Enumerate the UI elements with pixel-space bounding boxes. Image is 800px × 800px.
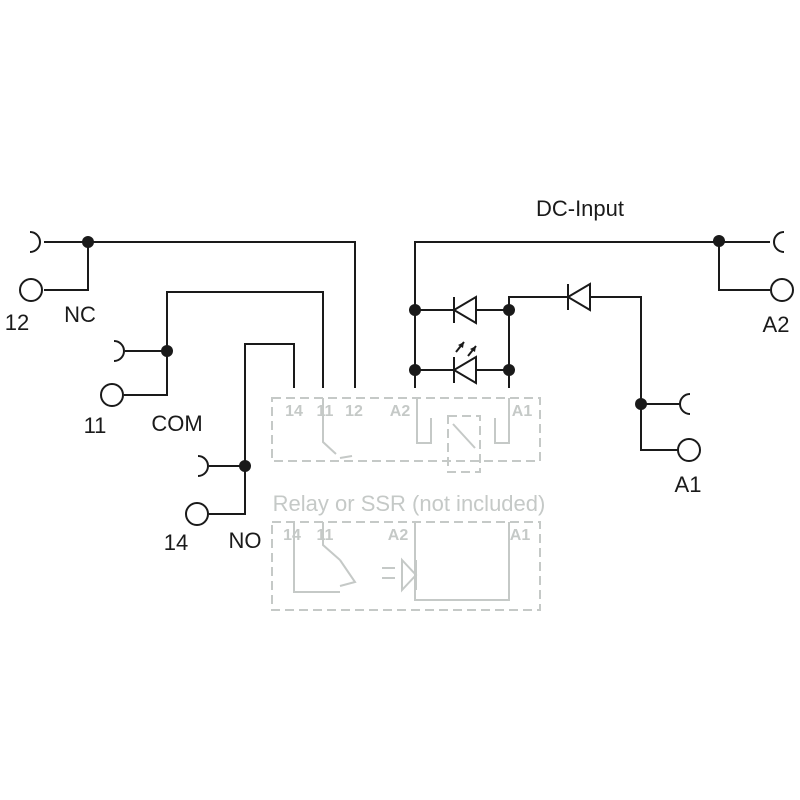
bridge-junction-dot-tl xyxy=(409,304,421,316)
ssr-pin-11: 11 xyxy=(317,527,334,544)
input-wiring: DC-Input A2 A1 xyxy=(409,196,794,497)
protection-diode-icon xyxy=(452,295,477,325)
com-name-label: COM xyxy=(151,411,202,436)
com-pin-label: 11 xyxy=(84,413,107,438)
no-wire xyxy=(209,343,295,467)
relay-pin-14: 14 xyxy=(285,403,303,420)
no-junction-dot xyxy=(239,460,251,472)
relay-coil-lead-right xyxy=(494,398,510,444)
ssr-output-lead-top xyxy=(322,522,341,561)
relay-pin-12: 12 xyxy=(345,403,363,420)
com-wire xyxy=(125,291,324,388)
a2-junction-dot xyxy=(713,235,725,247)
com-junction-dot xyxy=(161,345,173,357)
no-terminal-wire xyxy=(209,466,246,515)
a2-plug-socket-icon xyxy=(773,231,785,253)
socket-outline: 14 11 12 A2 A1 Relay or SSR (not include… xyxy=(271,397,546,611)
a1-name-label: A1 xyxy=(675,472,702,497)
nc-wire xyxy=(44,241,356,388)
bridge-junction-dot-bl xyxy=(409,364,421,376)
a1-junction-dot xyxy=(635,398,647,410)
ssr-input-leads xyxy=(414,522,510,601)
relay-pin-a1: A1 xyxy=(512,403,533,420)
ssr-light-arrows xyxy=(382,567,395,579)
no-pin-label: 14 xyxy=(164,530,188,555)
nc-name-label: NC xyxy=(64,302,96,327)
no-name-label: NO xyxy=(229,528,262,553)
dc-input-title: DC-Input xyxy=(536,196,624,221)
no-plug-socket-icon xyxy=(197,455,209,477)
a2-screw-terminal-icon xyxy=(770,278,794,302)
ssr-pin-14: 14 xyxy=(283,527,301,544)
socket-title: Relay or SSR (not included) xyxy=(273,491,546,516)
ssr-phototransistor xyxy=(339,559,357,587)
relay-coil-outline xyxy=(447,415,481,473)
relay-coil-slash xyxy=(452,423,476,449)
status-led-icon xyxy=(452,355,477,385)
ssr-pin-a1: A1 xyxy=(510,527,531,544)
relay-pin-11: 11 xyxy=(317,403,334,420)
ssr-output-lead-left xyxy=(293,522,340,593)
nc-pin-label: 12 xyxy=(5,310,29,335)
ssr-pin-a2: A2 xyxy=(388,527,409,544)
relay-contact-common xyxy=(322,398,337,455)
relay-coil-lead-left xyxy=(416,398,432,444)
ssr-led-triangle xyxy=(401,557,418,593)
a2-wire xyxy=(414,241,770,388)
output-wiring: 12 NC 11 COM 14 NO xyxy=(5,231,356,555)
a1-screw-terminal-icon xyxy=(677,438,701,462)
a2-name-label: A2 xyxy=(763,312,790,337)
ssr-box-outline xyxy=(271,521,541,611)
relay-contact-nc-tip xyxy=(339,455,353,459)
nc-junction-dot xyxy=(82,236,94,248)
com-plug-socket-icon xyxy=(113,340,125,362)
a1-wire xyxy=(508,296,684,451)
relay-box-outline xyxy=(271,397,541,462)
nc-terminal-wire xyxy=(44,242,89,291)
led-arrowheads-icon xyxy=(458,342,476,352)
series-diode-icon xyxy=(566,282,591,312)
no-screw-terminal-icon xyxy=(185,502,209,526)
com-screw-terminal-icon xyxy=(100,383,124,407)
com-terminal-wire xyxy=(124,351,168,396)
a2-terminal-wire xyxy=(718,242,770,291)
relay-pin-a2: A2 xyxy=(390,403,411,420)
a1-plug-socket-icon xyxy=(679,393,691,415)
nc-plug-socket-icon xyxy=(29,231,41,253)
nc-screw-terminal-icon xyxy=(19,278,43,302)
bridge-junction-dot-br xyxy=(503,364,515,376)
